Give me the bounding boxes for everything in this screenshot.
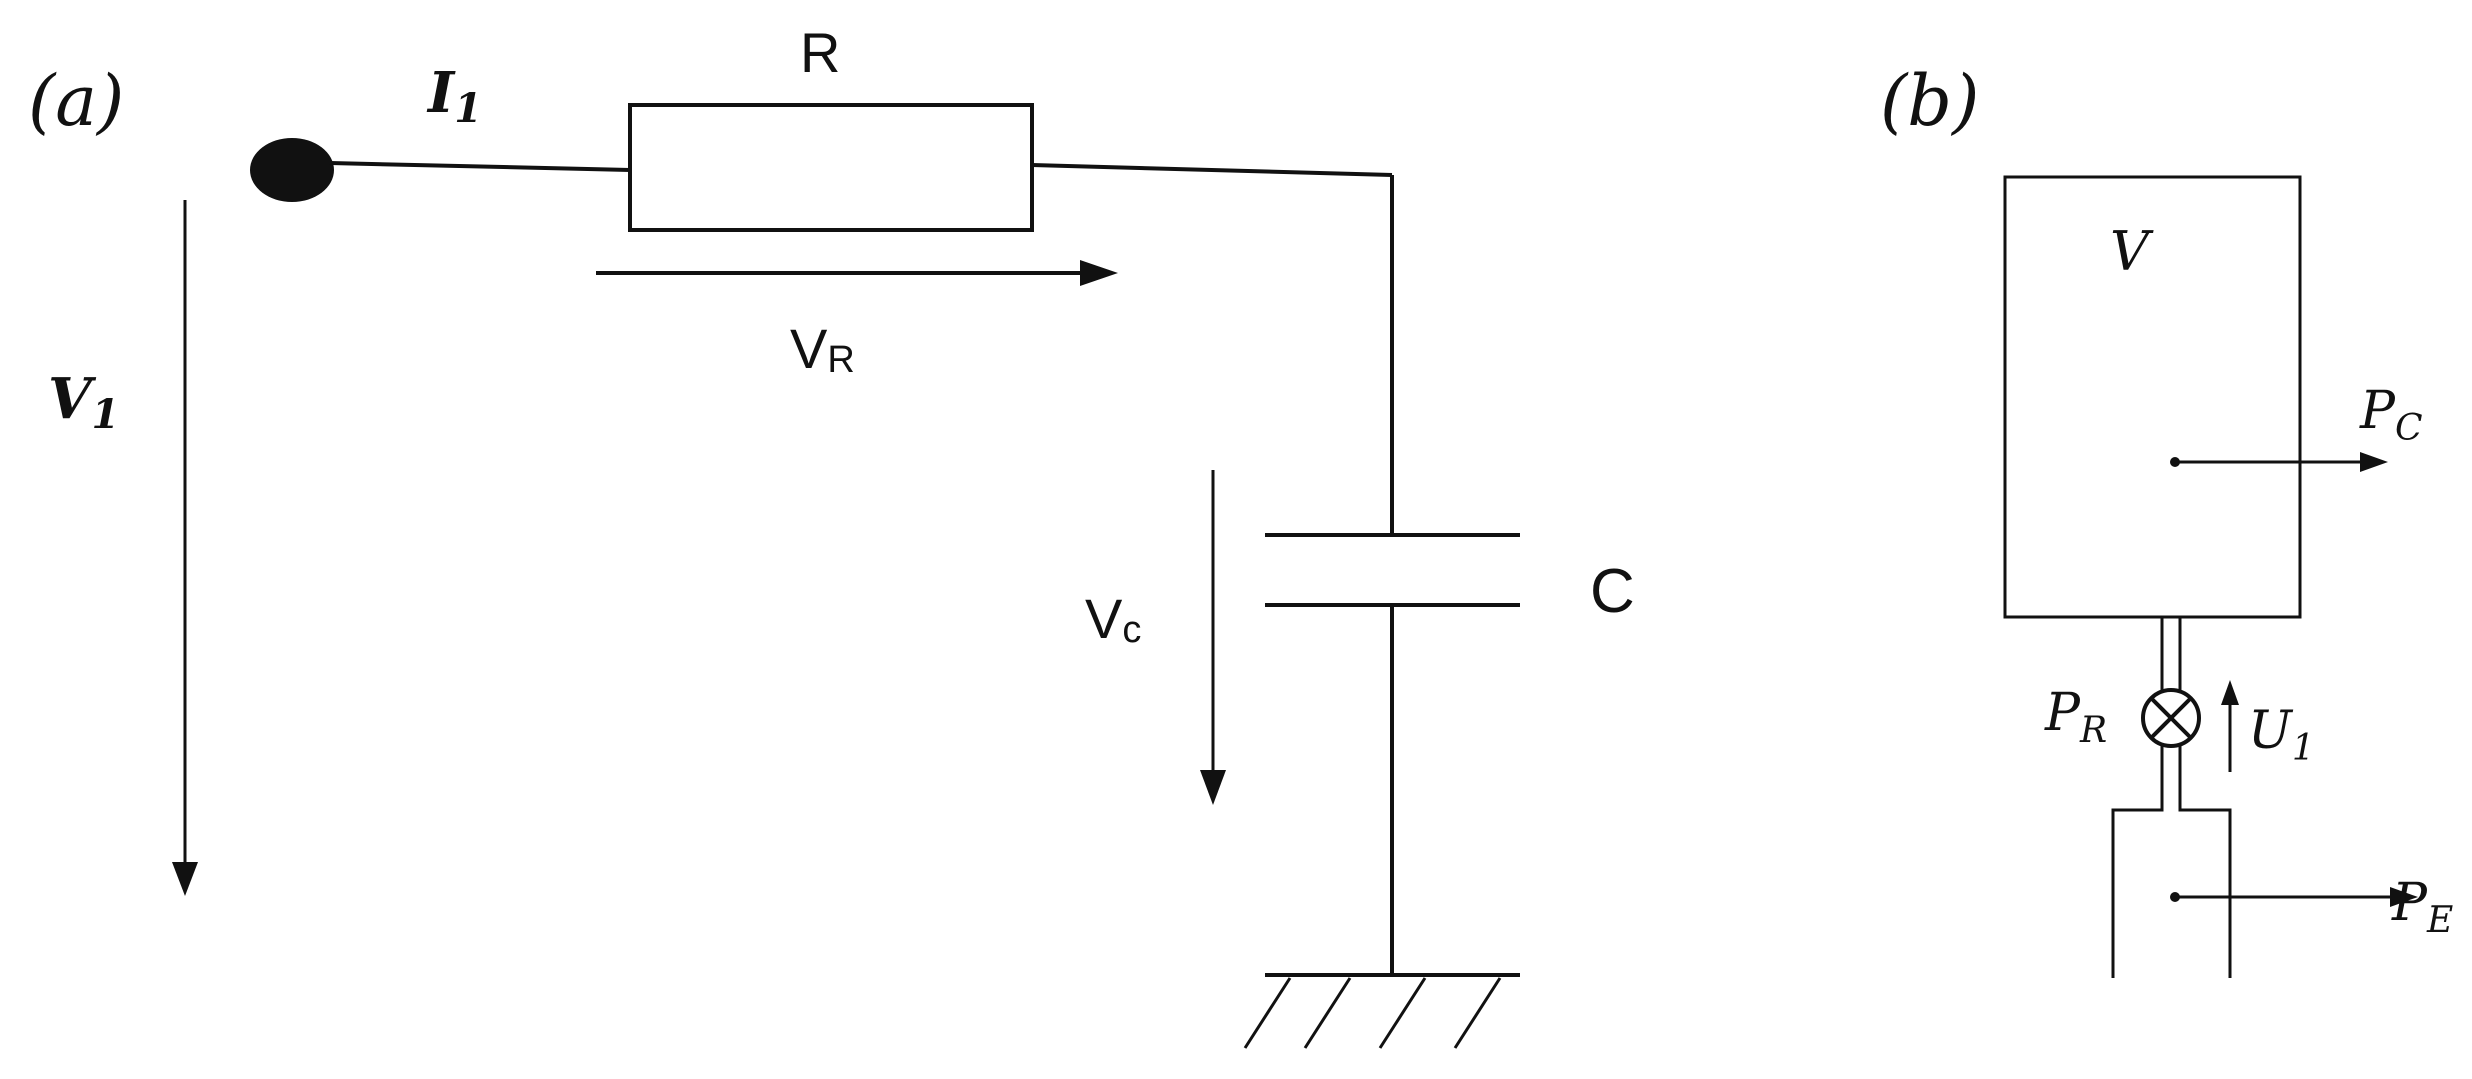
resistor: [628, 103, 1034, 232]
voltage-r-label: VR: [790, 317, 855, 381]
panel-a-label: (a): [28, 60, 124, 142]
voltage-c-arrowhead: [1200, 770, 1226, 805]
pe-label: PE: [2391, 873, 2453, 941]
input-terminal: [250, 138, 334, 202]
voltage-c-label: Vc: [1085, 587, 1141, 651]
pc-label: PC: [2359, 381, 2423, 449]
pe-arrowhead: [2390, 887, 2418, 907]
panel-b-label: (b): [1880, 60, 1979, 142]
pr-label: PR: [2044, 683, 2107, 751]
valve-symbol: [2141, 688, 2201, 748]
current-label: I1: [426, 60, 482, 132]
panel-b: (b) V PC PR U1 PE: [1880, 60, 2453, 978]
voltage-1-arrowhead: [172, 862, 198, 896]
left-pipe-wall: [2111, 617, 2164, 978]
u1-label: U1: [2248, 701, 2315, 769]
ground-symbol: [1243, 973, 1520, 1049]
volume-label: V: [2110, 220, 2154, 283]
wire-input-to-resistor: [329, 161, 631, 172]
u1-arrowhead: [2221, 680, 2239, 705]
capacitor-label: C: [1590, 557, 1635, 626]
wire-resistor-to-node: [1031, 163, 1393, 177]
voltage-1-label: V1: [48, 366, 119, 438]
voltage-r-arrowhead: [1080, 260, 1118, 286]
pc-arrowhead: [2360, 452, 2388, 472]
resistor-label: R: [800, 21, 840, 84]
panel-a: (a) I1 R VR V1 C Vc: [28, 21, 1635, 1049]
chamber-and-right-pipe-wall: [2003, 175, 2302, 978]
